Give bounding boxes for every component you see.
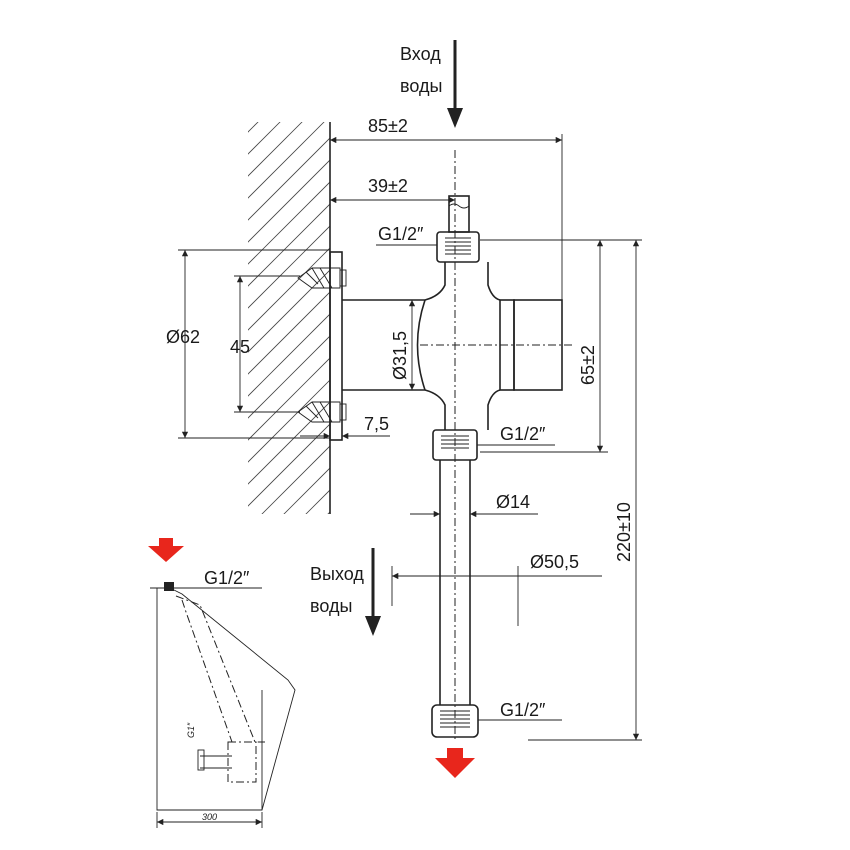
dim-thread-bottom: G1/2″ <box>478 700 562 721</box>
dim-overall-height: 220±10 <box>528 239 642 741</box>
dim-thread-top: G1/2″ <box>376 224 437 246</box>
upper-wall-anchor <box>297 267 347 289</box>
svg-text:Ø62: Ø62 <box>166 327 200 347</box>
svg-text:Ø50,5: Ø50,5 <box>530 552 579 572</box>
svg-text:Ø31,5: Ø31,5 <box>390 331 410 380</box>
inlet-connector <box>436 195 480 263</box>
dim-body-diameter: Ø31,5 <box>390 300 416 390</box>
inlet-label-line2: воды <box>400 76 442 96</box>
dim-bottom-diameter: Ø50,5 <box>391 552 602 626</box>
wall-hatching <box>248 122 331 514</box>
inlet-label-line1: Вход <box>400 44 441 64</box>
dim-overall-depth: 85±2 <box>330 116 563 300</box>
wall-flange <box>329 251 425 441</box>
outlet-label-line1: Выход <box>310 564 364 584</box>
inset-thread-label: G1/2″ <box>204 568 250 588</box>
svg-text:G1/2″: G1/2″ <box>500 700 546 720</box>
svg-text:7,5: 7,5 <box>364 414 389 434</box>
inset-outlet-label: G1″ <box>186 722 196 738</box>
svg-text:65±2: 65±2 <box>578 345 598 385</box>
flow-out-arrow-icon <box>435 748 475 778</box>
dim-wall-gap: 7,5 <box>300 414 390 440</box>
inlet-arrow-icon <box>447 40 463 128</box>
dim-mount-spacing: 45 <box>230 275 300 413</box>
bottom-connector <box>431 704 479 738</box>
valve-body <box>416 262 575 430</box>
svg-text:G1/2″: G1/2″ <box>378 224 424 244</box>
inset-width-label: 300 <box>202 812 217 822</box>
svg-text:85±2: 85±2 <box>368 116 408 136</box>
svg-text:39±2: 39±2 <box>368 176 408 196</box>
dim-pipe-diameter: Ø14 <box>410 492 538 518</box>
flow-in-arrow-icon <box>148 538 184 562</box>
outlet-pipe <box>439 150 471 740</box>
outlet-arrow-icon <box>365 548 381 636</box>
svg-text:220±10: 220±10 <box>614 502 634 562</box>
dim-thread-middle: G1/2″ <box>477 424 555 446</box>
svg-text:G1/2″: G1/2″ <box>500 424 546 444</box>
outlet-label-line2: воды <box>310 596 352 616</box>
dim-flange-diameter: Ø62 <box>166 249 330 439</box>
svg-text:45: 45 <box>230 337 250 357</box>
svg-text:Ø14: Ø14 <box>496 492 530 512</box>
dim-axis-offset: 39±2 <box>330 176 455 204</box>
urinal-inset: G1/2″ G1″ 300 <box>148 538 296 828</box>
